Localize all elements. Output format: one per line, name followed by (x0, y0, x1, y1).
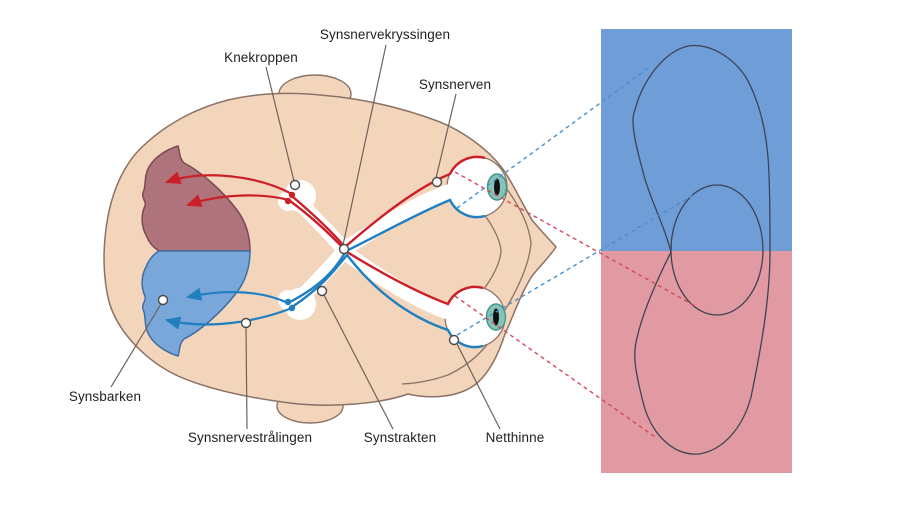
marker-synsnervekryssingen (338, 243, 350, 255)
field-object-outline-small (670, 184, 764, 316)
eye-fronts (485, 173, 508, 331)
visual-cortex-lower (141, 250, 251, 357)
synapse-dots (284, 191, 296, 312)
label-synsnervestralingen: Synsnervestrålingen (187, 430, 313, 445)
sight-rays (454, 67, 698, 438)
marker-netthinne (448, 334, 460, 346)
marker-synstrakten (316, 285, 328, 297)
label-knekroppen: Knekroppen (224, 50, 298, 65)
label-synstrakten: Synstrakten (363, 430, 437, 445)
marker-synsnerven (431, 176, 443, 188)
label-synsbarken: Synsbarken (68, 389, 142, 404)
leader-lines (110, 44, 501, 430)
label-netthinne: Netthinne (485, 430, 545, 445)
marker-knekroppen (289, 179, 301, 191)
anchor-markers (157, 176, 460, 346)
nose-crease-outer (499, 179, 532, 311)
visual-field-lower-half (601, 251, 792, 473)
nose-crease-inner (480, 209, 502, 294)
marker-synsnervestralingen (240, 317, 252, 329)
field-object-outline-large (632, 44, 771, 455)
marker-synsbarken (157, 294, 169, 306)
label-synsnerven: Synsnerven (418, 77, 492, 92)
label-synsnervekryssingen: Synsnervekryssingen (319, 27, 451, 42)
red-pathways (289, 155, 486, 306)
visual-field-upper-half (601, 29, 792, 251)
radiation-arrows (164, 171, 293, 330)
blue-pathways (289, 198, 486, 349)
